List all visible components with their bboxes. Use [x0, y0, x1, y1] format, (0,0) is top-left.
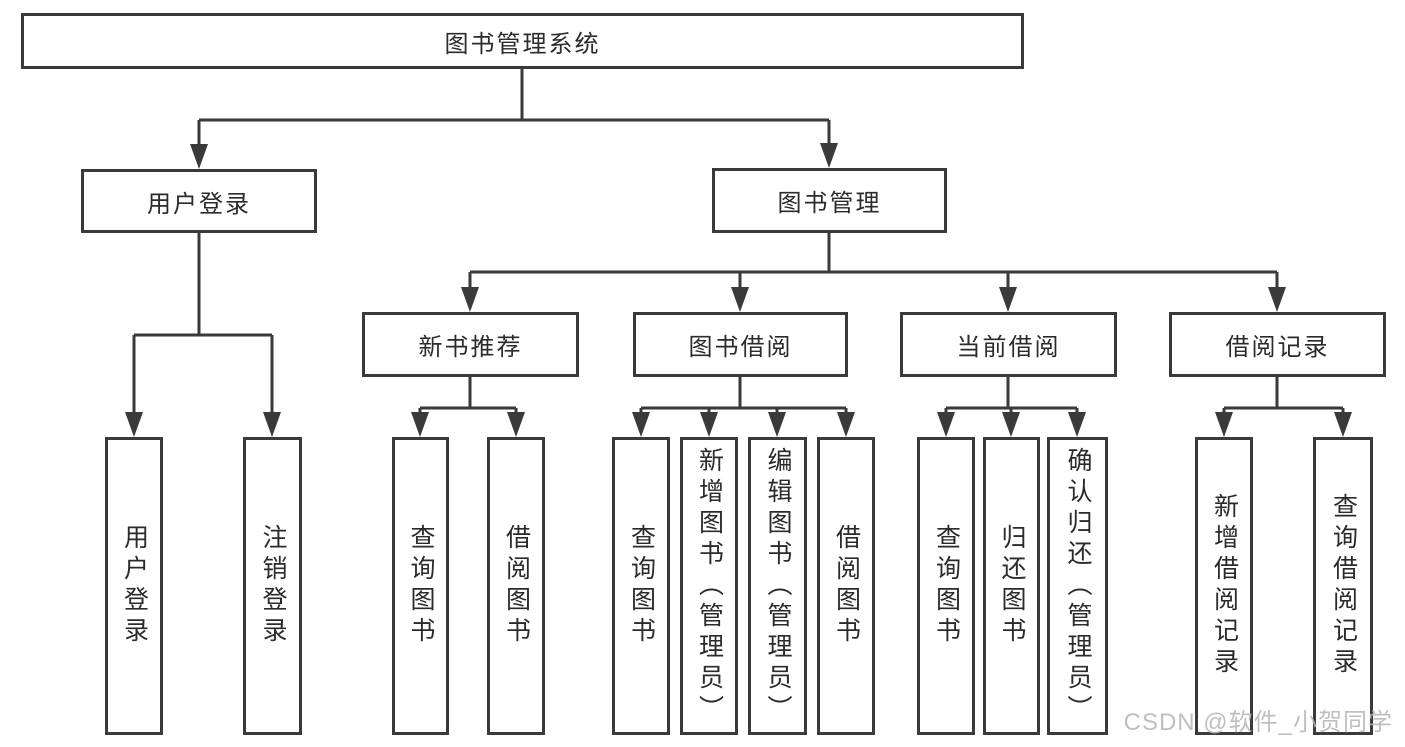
node-label: 图书管理 [777, 190, 882, 217]
node-label: 用户登录 [147, 190, 251, 218]
node-label: 注销登录 [259, 524, 287, 648]
node-label: 当前借阅 [956, 334, 1061, 361]
connector-book-borrow-to-leaves [632, 377, 855, 437]
node-label: 归还图书 [998, 524, 1026, 648]
node-label: 确认归还（管理员） [1064, 446, 1092, 726]
leaf-edit-books-admin: 编辑图书（管理员） [748, 437, 807, 735]
node-label: 图书管理系统 [444, 30, 601, 58]
leaf-borrow-books: 借阅图书 [817, 437, 875, 735]
leaf-confirm-return-admin: 确认归还（管理员） [1047, 437, 1108, 735]
leaf-return-books: 归还图书 [983, 437, 1040, 735]
connector-root-to-level2 [190, 69, 838, 169]
leaf-query-books-borrow: 查询图书 [612, 437, 670, 735]
node-label: 图书借阅 [688, 334, 793, 361]
node-label: 借阅图书 [832, 524, 861, 648]
node-label: 查询图书 [627, 524, 656, 648]
node-current-borrowing: 当前借阅 [900, 312, 1117, 377]
leaf-query-books-current: 查询图书 [917, 437, 975, 735]
connector-book-mgmt-to-level3 [461, 233, 1286, 312]
node-book-mgmt-branch: 图书管理 [712, 168, 947, 233]
node-label: 编辑图书（管理员） [764, 446, 792, 726]
node-label: 查询借阅记录 [1329, 493, 1358, 679]
node-user-login-branch: 用户登录 [81, 169, 317, 233]
connector-current-borrow-to-leaves [937, 377, 1086, 437]
node-borrowing-records: 借阅记录 [1169, 312, 1386, 377]
node-label: 查询图书 [932, 524, 961, 648]
leaf-borrow-books-recommend: 借阅图书 [487, 437, 545, 735]
node-root-library-system: 图书管理系统 [21, 13, 1024, 69]
node-label: 借阅记录 [1225, 334, 1330, 361]
leaf-add-borrow-record: 新增借阅记录 [1195, 437, 1253, 735]
leaf-logout: 注销登录 [243, 437, 302, 735]
node-label: 新增借阅记录 [1210, 493, 1239, 679]
node-label: 用户登录 [120, 524, 149, 648]
leaf-query-books-recommend: 查询图书 [392, 437, 449, 735]
node-new-book-recommend: 新书推荐 [362, 312, 579, 377]
connector-new-book-rec-to-leaves [411, 377, 525, 437]
leaf-query-borrow-record: 查询借阅记录 [1313, 437, 1373, 735]
node-label: 借阅图书 [502, 524, 531, 648]
connector-borrow-records-to-leaves [1215, 377, 1352, 437]
node-label: 新增图书（管理员） [695, 446, 724, 726]
node-label: 新书推荐 [418, 334, 523, 361]
connector-user-login-to-leaves [125, 233, 281, 437]
csdn-watermark: CSDN @软件_小贺同学 [1123, 709, 1393, 736]
node-label: 查询图书 [407, 524, 435, 648]
node-book-borrowing: 图书借阅 [633, 312, 848, 377]
leaf-add-books-admin: 新增图书（管理员） [680, 437, 738, 735]
leaf-user-login: 用户登录 [105, 437, 163, 735]
